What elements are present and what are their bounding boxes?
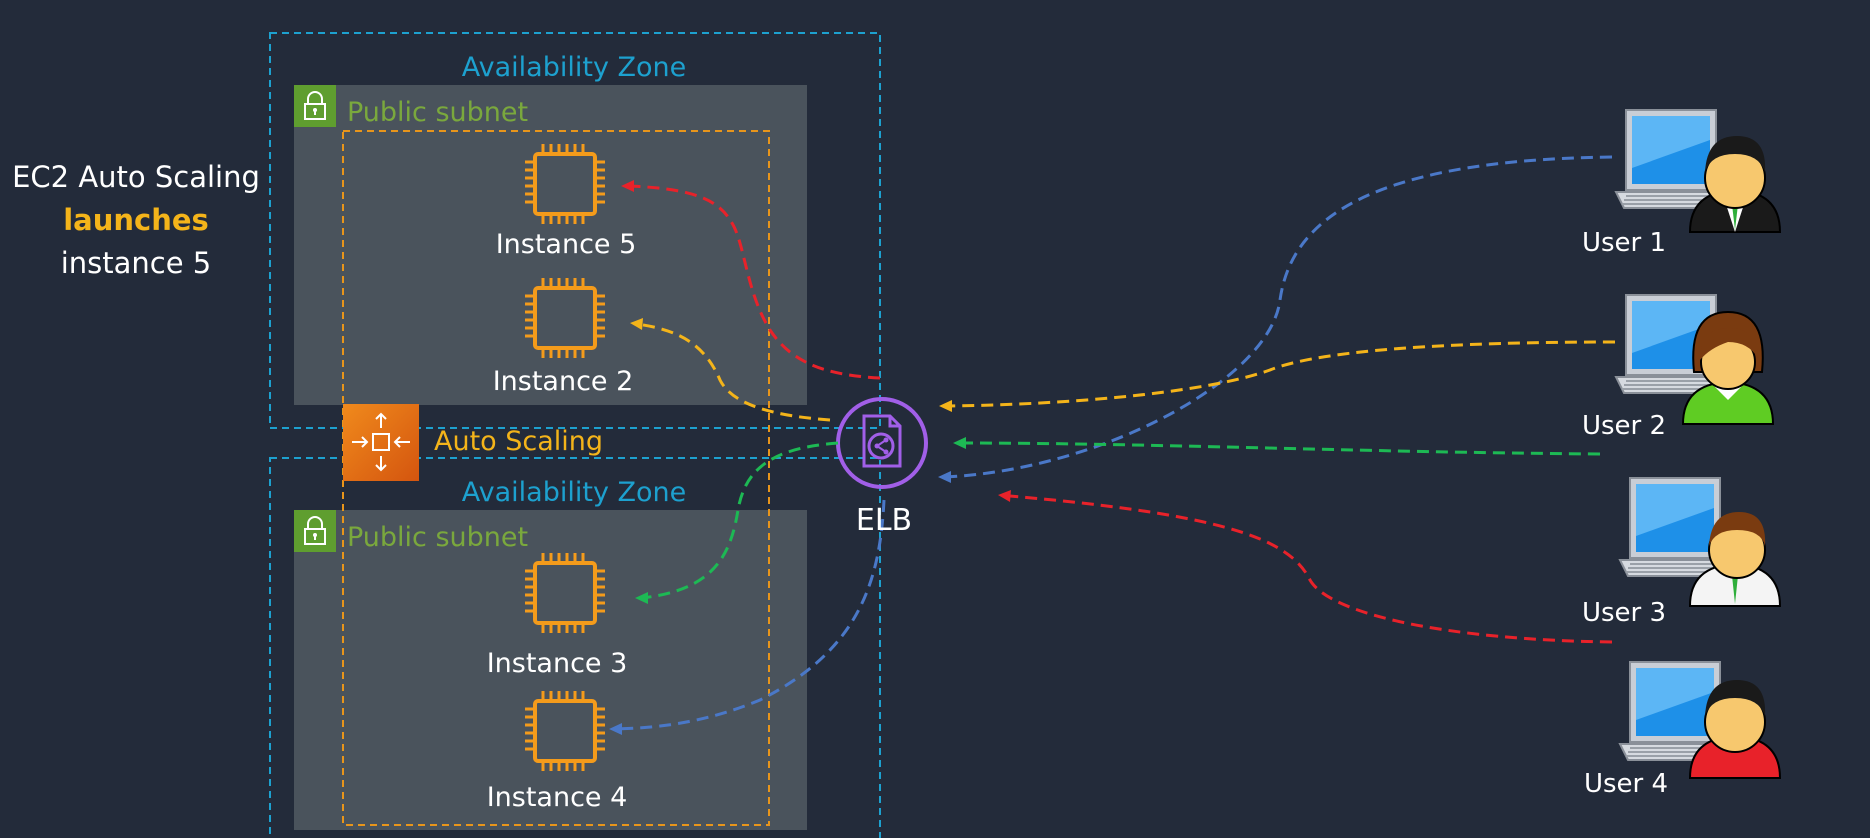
side-caption: EC2 Auto Scaling launches instance 5 [0, 156, 272, 285]
public-subnet-2-title: Public subnet [347, 522, 528, 553]
availability-zone-2-title: Availability Zone [462, 477, 687, 508]
instance-2-label: Instance 2 [493, 366, 634, 397]
user-1-label: User 1 [1582, 228, 1666, 258]
public-subnet-1-title: Public subnet [347, 97, 528, 128]
laptop-user-icon [1615, 294, 1775, 425]
user-2-label: User 2 [1582, 411, 1666, 441]
caption-line-2-highlight: launches [63, 203, 209, 237]
auto-scaling-label: Auto Scaling [434, 426, 603, 457]
caption-line-1: EC2 Auto Scaling [12, 160, 260, 194]
user-3-label: User 3 [1582, 598, 1666, 628]
laptop-user-icon [1619, 661, 1782, 779]
instance-5-label: Instance 5 [496, 229, 637, 260]
instance-3-label: Instance 3 [487, 648, 628, 679]
caption-line-3: instance 5 [60, 246, 212, 280]
flow-user-1 [609, 155, 1613, 735]
auto-scaling-group-border [342, 130, 770, 826]
flow-user-2 [630, 318, 1616, 422]
flow-user-4 [621, 180, 1613, 644]
lock-icon [293, 509, 337, 553]
instance-4-label: Instance 4 [487, 782, 628, 813]
flow-user-3 [635, 437, 1601, 604]
availability-zone-1-border [269, 32, 881, 429]
lock-icon [293, 84, 337, 128]
availability-zone-2-border [269, 457, 881, 838]
elb-label: ELB [856, 503, 912, 538]
availability-zone-1-title: Availability Zone [462, 52, 687, 83]
elb-icon [836, 397, 928, 489]
user-4-label: User 4 [1584, 769, 1668, 799]
laptop-user-icon [1615, 109, 1782, 233]
laptop-user-icon [1619, 477, 1782, 607]
auto-scaling-icon [343, 404, 419, 481]
